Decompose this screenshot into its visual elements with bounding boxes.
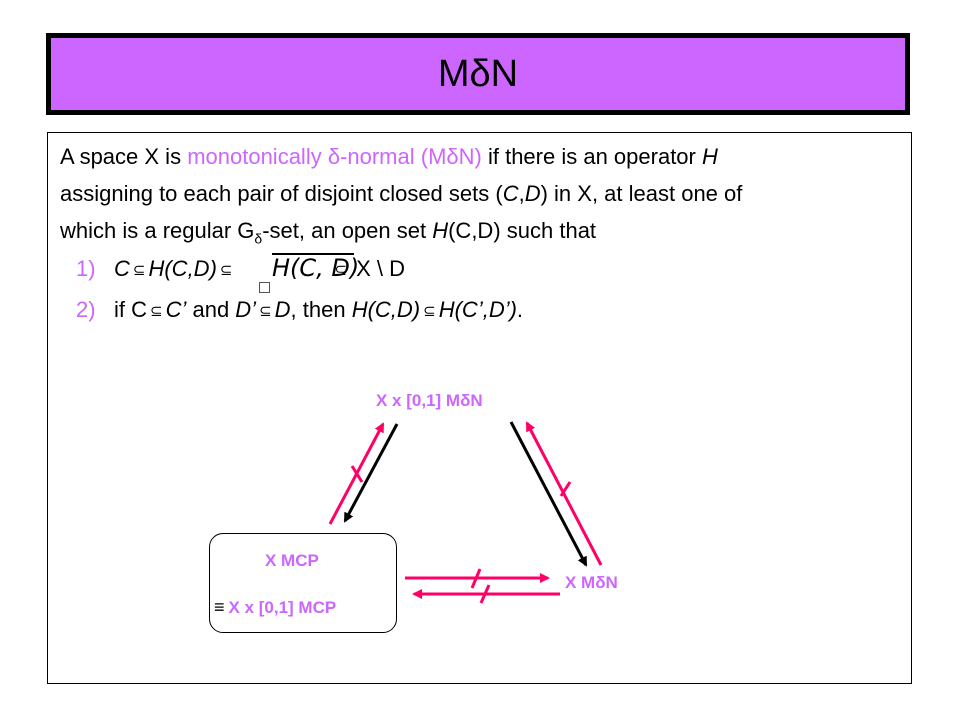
subset-icon: ⊆ xyxy=(132,262,146,279)
node-product-mdn: X x [0,1] MδN xyxy=(376,391,483,410)
handwritten-closure: H(C, D) xyxy=(272,254,360,282)
content-box xyxy=(47,132,912,684)
definition-line-3: which is a regular Gδ-set, an open set H… xyxy=(60,218,597,247)
slide-title: MδN xyxy=(437,52,519,95)
condition-2: 2)if C⊆C’ and D’⊆D, then H(C,D)⊆H(C’,D’)… xyxy=(76,297,524,322)
subset-icon: ⊆ xyxy=(259,303,272,320)
definition-line-1: A space X is monotonically δ-normal (MδN… xyxy=(60,144,718,169)
subset-icon: ⊆ xyxy=(334,262,348,279)
negation-tick xyxy=(350,465,364,483)
negation-tick xyxy=(470,568,482,589)
title-bar: MδN xyxy=(46,33,910,115)
node-mdn: X MδN xyxy=(565,573,618,592)
arrow-product-to-mcp xyxy=(343,423,399,523)
arrow-product-to-mdn xyxy=(509,421,588,567)
equivalence-icon: ≡ xyxy=(214,597,225,617)
subset-icon: ⊆ xyxy=(423,303,436,320)
defined-term: monotonically δ-normal (MδN) xyxy=(187,144,482,169)
negation-tick xyxy=(479,584,491,604)
subset-icon: ⊆ xyxy=(219,262,233,279)
subset-icon: ⊆ xyxy=(150,303,163,320)
ink-placeholder-box xyxy=(259,282,270,293)
node-product-mcp: ≡X x [0,1] MCP xyxy=(214,597,337,617)
node-mcp-box xyxy=(209,533,397,633)
node-mcp: X MCP xyxy=(265,551,319,570)
condition-1: 1)C⊆H(C,D)⊆⊆X \ D xyxy=(76,256,405,281)
definition-line-2: assigning to each pair of disjoint close… xyxy=(60,181,743,206)
closure-bar xyxy=(272,253,354,283)
negation-tick xyxy=(559,481,572,497)
